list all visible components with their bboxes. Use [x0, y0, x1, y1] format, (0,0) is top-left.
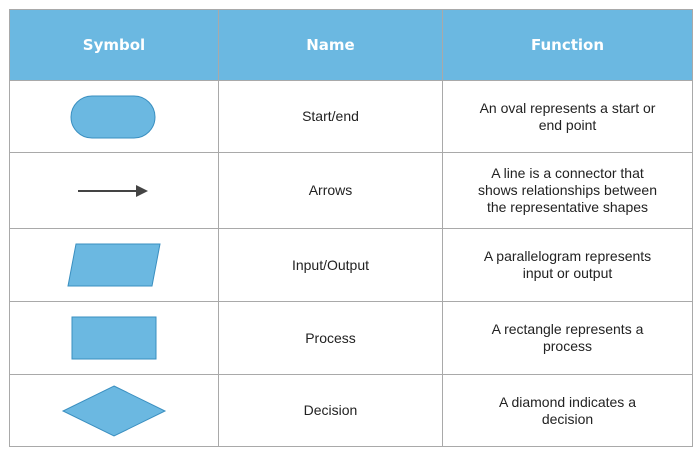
name-cell: Decision	[218, 374, 443, 447]
arrow-icon	[78, 184, 148, 197]
header-symbol: Symbol	[9, 9, 219, 81]
oval-icon	[70, 95, 156, 138]
function-text: A rectangle represents a process	[491, 321, 644, 354]
table-row-arrows: Arrows A line is a connector that shows …	[9, 152, 693, 229]
function-cell: A line is a connector that shows relatio…	[442, 152, 693, 229]
function-text: An oval represents a start or end point	[479, 99, 656, 133]
function-cell: An oval represents a start or end point	[442, 80, 693, 153]
table-header-row: Symbol Name Function	[9, 9, 693, 81]
diamond-icon	[61, 384, 167, 437]
symbol-cell	[9, 80, 219, 153]
table-row-decision: Decision A diamond indicates a decision	[9, 374, 693, 447]
table-row-start-end: Start/end An oval represents a start or …	[9, 80, 693, 153]
rectangle-icon	[71, 316, 157, 360]
function-cell: A rectangle represents a process	[442, 301, 693, 375]
function-cell: A parallelogram represents input or outp…	[442, 228, 693, 302]
symbol-cell	[9, 374, 219, 447]
function-text: A parallelogram represents input or outp…	[483, 248, 652, 281]
parallelogram-icon	[67, 243, 161, 287]
header-name: Name	[218, 9, 443, 81]
name-cell: Arrows	[218, 152, 443, 229]
name-cell: Start/end	[218, 80, 443, 153]
symbol-cell	[9, 228, 219, 302]
header-function: Function	[442, 9, 693, 81]
table-row-input-output: Input/Output A parallelogram represents …	[9, 228, 693, 302]
function-cell: A diamond indicates a decision	[442, 374, 693, 447]
function-text: A line is a connector that shows relatio…	[478, 165, 657, 215]
name-cell: Process	[218, 301, 443, 375]
symbol-cell	[9, 152, 219, 229]
flowchart-symbols-table: Symbol Name Function Start/end An oval r…	[9, 9, 693, 447]
function-text: A diamond indicates a decision	[499, 393, 636, 427]
table-row-process: Process A rectangle represents a process	[9, 301, 693, 375]
name-cell: Input/Output	[218, 228, 443, 302]
symbol-cell	[9, 301, 219, 375]
